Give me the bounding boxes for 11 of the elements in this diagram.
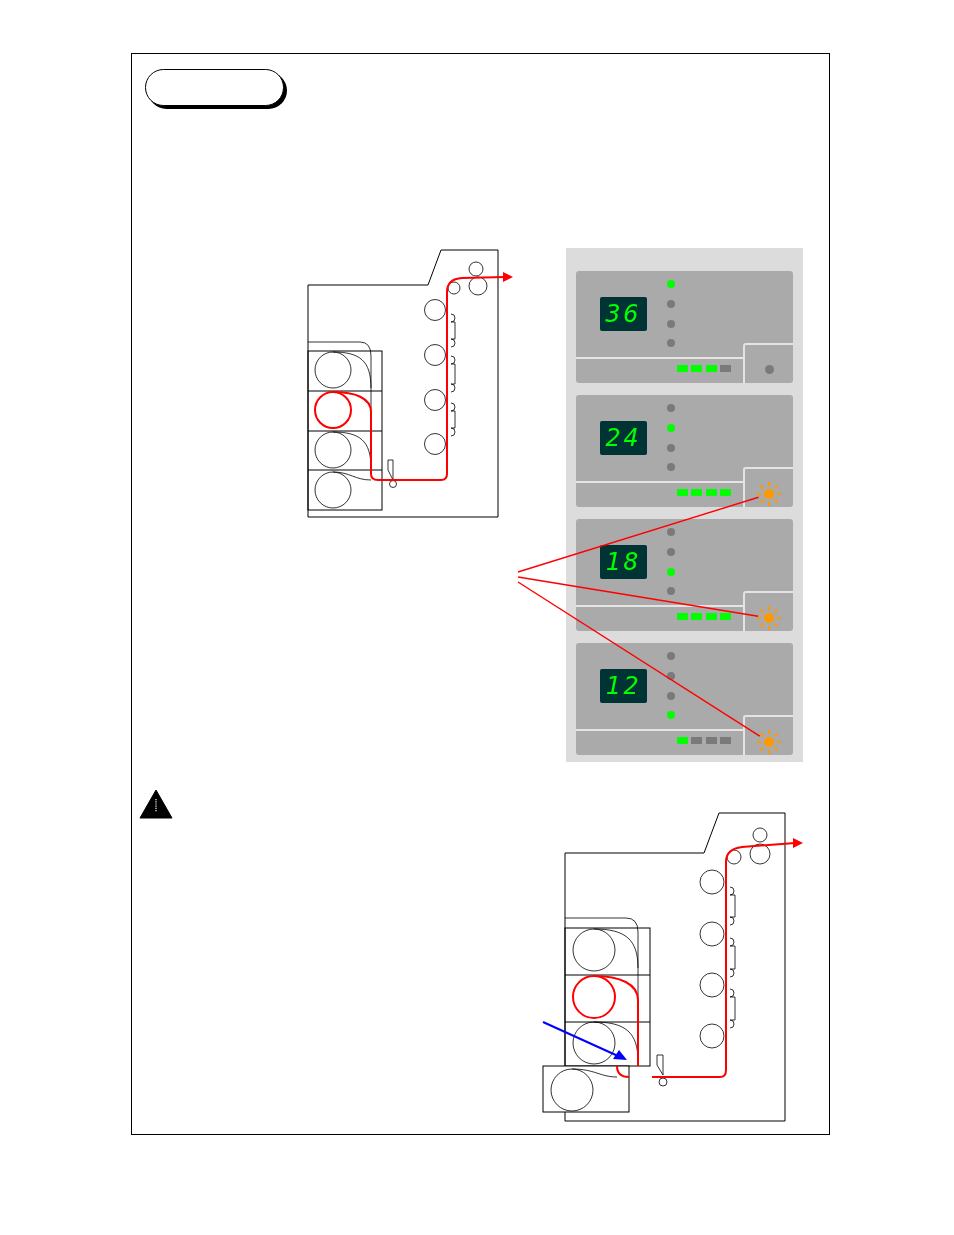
flashing-lamp-icon xyxy=(756,605,782,631)
leader-line xyxy=(517,576,759,617)
leader-line xyxy=(517,496,760,573)
seven-segment-display: 18 xyxy=(600,545,647,579)
leader-line xyxy=(517,581,761,737)
flashing-lamp-icon xyxy=(756,481,782,507)
seven-segment-display: 36 xyxy=(600,297,647,331)
heading-pill xyxy=(145,69,284,106)
seven-segment-display: 24 xyxy=(600,421,647,455)
flashing-lamp-icon xyxy=(756,729,782,755)
seven-segment-display: 12 xyxy=(600,669,647,703)
